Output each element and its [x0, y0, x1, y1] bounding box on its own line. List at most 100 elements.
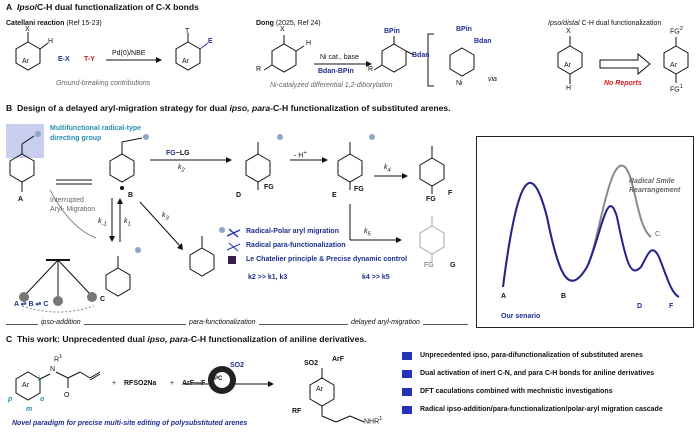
bullet-square-4: [402, 406, 412, 414]
energy-point-d: D: [637, 303, 643, 310]
product-arf: ArF: [332, 356, 345, 363]
catellani-ty: T-Y: [84, 56, 95, 63]
ring-f: [419, 157, 445, 187]
rate-k4: k4: [384, 164, 391, 174]
dong-r: R: [256, 66, 262, 73]
distal-h: H: [566, 85, 572, 92]
distal-prod-ar: Ar: [670, 62, 677, 69]
catellani-e: E: [208, 38, 213, 45]
distal-fg2: FG2: [670, 26, 683, 36]
rate-relation-1: k2 >> k1, k3: [248, 274, 288, 281]
ring-d: [245, 153, 271, 183]
section-a-title: A Ipso/C-H dual functionalization of C-X…: [6, 2, 199, 12]
species-f: F: [448, 190, 453, 197]
fg-label-g: FG: [424, 262, 434, 269]
rate-km1: k-1: [98, 218, 107, 228]
dong-x: X: [280, 26, 285, 33]
benzene-ring-distal-sm: [557, 45, 583, 75]
catellani-prod-ar: Ar: [182, 58, 189, 65]
our-scenario-label: Our senario: [501, 313, 541, 320]
so2-label: SO2: [230, 362, 245, 369]
aniline-pos-p: p: [8, 396, 13, 403]
distal-x: X: [566, 28, 571, 35]
interrupted-migration-label: Interrupted Aryl- Migration: [50, 197, 96, 213]
section-c-title: C This work: Unprecedented dual ipso, pa…: [6, 334, 367, 344]
bullet-square-1: [402, 352, 412, 360]
aniline-ar: Ar: [22, 382, 29, 389]
dong-bdan: Bdan: [412, 52, 430, 59]
catellani-caption: Ground-breaking contributions: [56, 80, 151, 87]
product-ar: Ar: [316, 386, 323, 393]
species-c: C: [100, 296, 106, 303]
distal-title: Ipso/distal C-H dual functionalization: [548, 20, 662, 27]
species-a: A: [18, 196, 24, 203]
legend-radical-para-icon: [226, 242, 241, 252]
rate-k5: k5: [364, 228, 371, 238]
stage-ipso-addition: ipso-addition: [38, 319, 84, 326]
energy-point-b: B: [561, 293, 567, 300]
ring-g: [419, 225, 445, 255]
energy-curve-navy: [502, 182, 680, 298]
product-so2: SO2: [304, 360, 319, 367]
mechanism-scheme: [9, 131, 445, 313]
benzene-ring-dong-sm: [271, 43, 297, 73]
species-b: B: [128, 192, 134, 199]
dong-bpin: BPin: [384, 28, 400, 35]
catellani-ar: Ar: [22, 58, 29, 65]
species-d: D: [236, 192, 242, 199]
catellani-scheme: [15, 32, 209, 71]
distal-fg1: FG1: [670, 84, 683, 94]
dong-via-bdan: Bdan: [474, 38, 492, 45]
energy-point-f: F: [669, 303, 674, 310]
bullet-1: Unprecedented ipso, para-difunctionaliza…: [420, 352, 643, 359]
ring-a: [9, 153, 35, 183]
dong-prod-r: R: [368, 66, 374, 73]
aniline-n: N: [50, 366, 56, 373]
dong-title: Dong (2025, Ref 24): [256, 20, 321, 27]
fg-label-d: FG: [264, 184, 274, 191]
legend-radical-para: Radical para-functionalization: [246, 242, 346, 249]
catellani-x: X: [25, 26, 30, 33]
energy-c-label: C: [655, 231, 661, 238]
legend-radical-polar: Radical-Polar aryl migration: [246, 228, 339, 235]
catellani-h: H: [48, 38, 54, 45]
distal-ar: Ar: [564, 62, 571, 69]
rate-k2: k2: [178, 164, 185, 174]
bullet-2: Dual activation of inert C-N, and para C…: [420, 370, 655, 377]
directing-group-highlight: [6, 124, 44, 158]
minus-h-label: - H+: [294, 150, 307, 160]
bullet-square-3: [402, 388, 412, 396]
energy-point-a: A: [501, 293, 507, 300]
benzene-ring-catellani-sm: [15, 41, 41, 71]
directing-group-label: Multifunctional radical-type directing g…: [50, 125, 142, 142]
ring-k3: [189, 247, 215, 277]
dong-scheme: [263, 33, 475, 87]
product-rf: RF: [292, 408, 302, 415]
benzene-ring-distal-prod: [663, 45, 689, 75]
species-g: G: [450, 262, 456, 269]
photocatalyst-label: PC: [214, 376, 223, 382]
catellani-catalyst: Pd(0)/NBE: [112, 50, 146, 57]
dong-via-label: via: [488, 76, 497, 83]
legend-le-chatelier: Le Chatelier principle & Precise dynamic…: [246, 256, 408, 263]
bullet-4: Radical ipso-addition/para-functionaliza…: [420, 406, 663, 413]
dong-via-bpin: BPin: [456, 26, 472, 33]
stage-delayed-migration: delayed aryl-migration: [348, 319, 423, 326]
rate-relation-2: k4 >> k5: [362, 274, 390, 281]
fg-label-f: FG: [426, 196, 436, 203]
no-reports-label: No Reports: [604, 80, 642, 87]
equilibrium-label: A ⇌ B ⇌ C: [14, 301, 49, 308]
dong-conditions: Ni cat., base: [320, 54, 359, 61]
section-b-title: B Design of a delayed aryl-migration str…: [6, 103, 451, 113]
stage-para-functionalization: para-functionalization: [186, 319, 259, 326]
energy-profile-curves: [502, 164, 680, 298]
bullet-3: DFT caculations combined with mechnistic…: [420, 388, 613, 395]
dong-via-ni: Ni: [456, 80, 463, 87]
legend-le-chatelier-swatch: [228, 256, 236, 264]
fg-lg-reagent: FG−LG: [166, 150, 190, 157]
ring-b: [109, 153, 135, 183]
species-e: E: [332, 192, 337, 199]
aniline-pos-i: i: [38, 376, 40, 383]
